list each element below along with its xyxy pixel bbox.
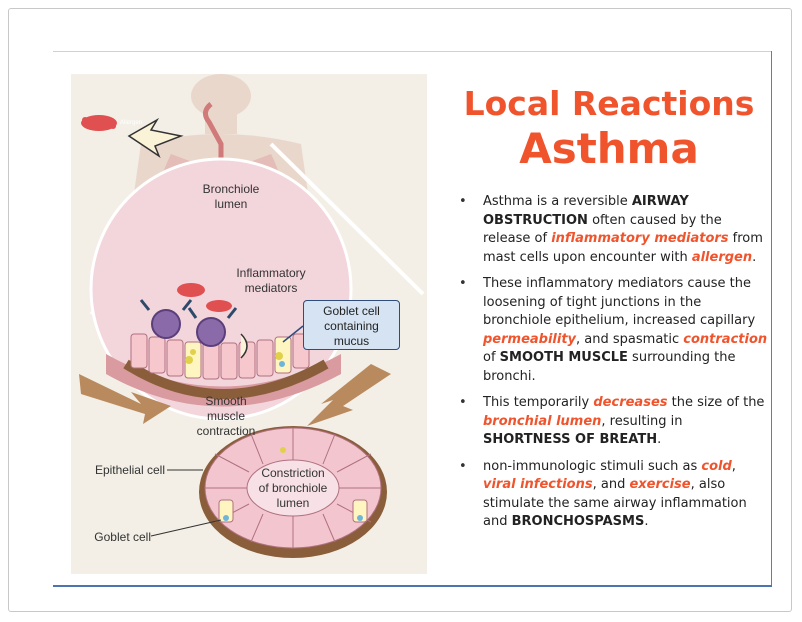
constricted-bronchiole-view [199,426,387,558]
bullet-text: of [483,350,500,365]
mast-cells [139,283,238,347]
epithelial-cell-label: Epithelial cell [94,463,165,477]
title-line-1: Local Reactions [463,84,755,123]
bold-term: SMOOTH MUSCLE [499,350,628,365]
top-rule [53,51,772,52]
bullet-text: surrounding the bronchi. [483,350,736,384]
highlight-term: cold [701,458,732,474]
slide-title: Local Reactions Asthma [459,84,759,174]
bullet-text: , resulting in [601,413,683,429]
highlight-term: inflammatory mediators [551,231,729,246]
bullet-text: , and [592,477,630,492]
bullet-text: , [731,458,736,474]
bullet-item: non-immunologic stimuli such as cold, vi… [457,458,769,532]
bullet-text: . [644,514,649,529]
bottom-rule [53,585,772,587]
illustration-drawing [79,74,425,558]
inhale-arrow [127,117,184,158]
smooth-muscle-label: Smooth muscle contraction [196,394,256,438]
bullet-text: from mast cells upon encounter with [483,231,763,265]
bullet-item: This temporarily decreases the size of t… [457,394,769,450]
contraction-arrow-left [79,374,171,424]
bullet-item: Asthma is a reversible AIRWAY OBSTRUCTIO… [457,193,769,267]
highlight-term: bronchial lumen [483,413,602,429]
allergen-particle [81,115,117,131]
bullet-text: These inflammatory mediators cause the l… [483,276,756,328]
bullet-text: Asthma is a reversible [483,194,632,209]
bold-term: AIRWAY OBSTRUCTION [483,194,689,228]
highlight-term: contraction [683,331,768,347]
highlight-term: viral infections [483,477,593,492]
bullet-item: These inflammatory mediators cause the l… [457,275,769,386]
bullet-text: the size of the [667,395,765,410]
page-frame: Allergen Bronchiole lumen Inflammatory m… [8,8,792,612]
highlight-term: allergen [691,249,753,265]
contraction-arrow-right [307,364,391,426]
bullet-text: often caused by the release of [483,212,722,247]
goblet-cell-callout: Goblet cell containing mucus [303,300,400,350]
bronchiole-lumen-label: Bronchiole lumen [202,182,260,211]
title-line-2: Asthma [519,124,699,173]
bold-term: SHORTNESS OF BREATH [483,432,658,447]
highlight-term: permeability [483,331,577,347]
goblet-cell-label: Goblet cell [94,530,151,544]
highlight-term: decreases [593,395,668,410]
constriction-label: Constriction of bronchiole lumen [258,466,328,510]
bronchiole-lumen-view [89,157,353,421]
bullet-text: , also stimulate the same airway inflamm… [483,477,747,529]
inflammatory-mediators-label: Inflammatory mediators [236,266,306,295]
bullet-text: This temporarily [483,395,594,410]
bullet-text: non-immunologic stimuli such as [483,458,702,474]
bullet-list: Asthma is a reversible AIRWAY OBSTRUCTIO… [457,193,769,540]
asthma-illustration: Allergen Bronchiole lumen Inflammatory m… [71,74,427,574]
bullet-text: , and spasmatic [576,331,684,347]
highlight-term: exercise [629,477,691,492]
bold-term: BRONCHOSPASMS [511,514,645,529]
right-rule [771,51,772,587]
slide: Allergen Bronchiole lumen Inflammatory m… [53,51,772,587]
bullet-text: . [657,432,662,447]
bullet-text: . [752,249,757,265]
allergen-tag-label: Allergen [119,120,142,126]
